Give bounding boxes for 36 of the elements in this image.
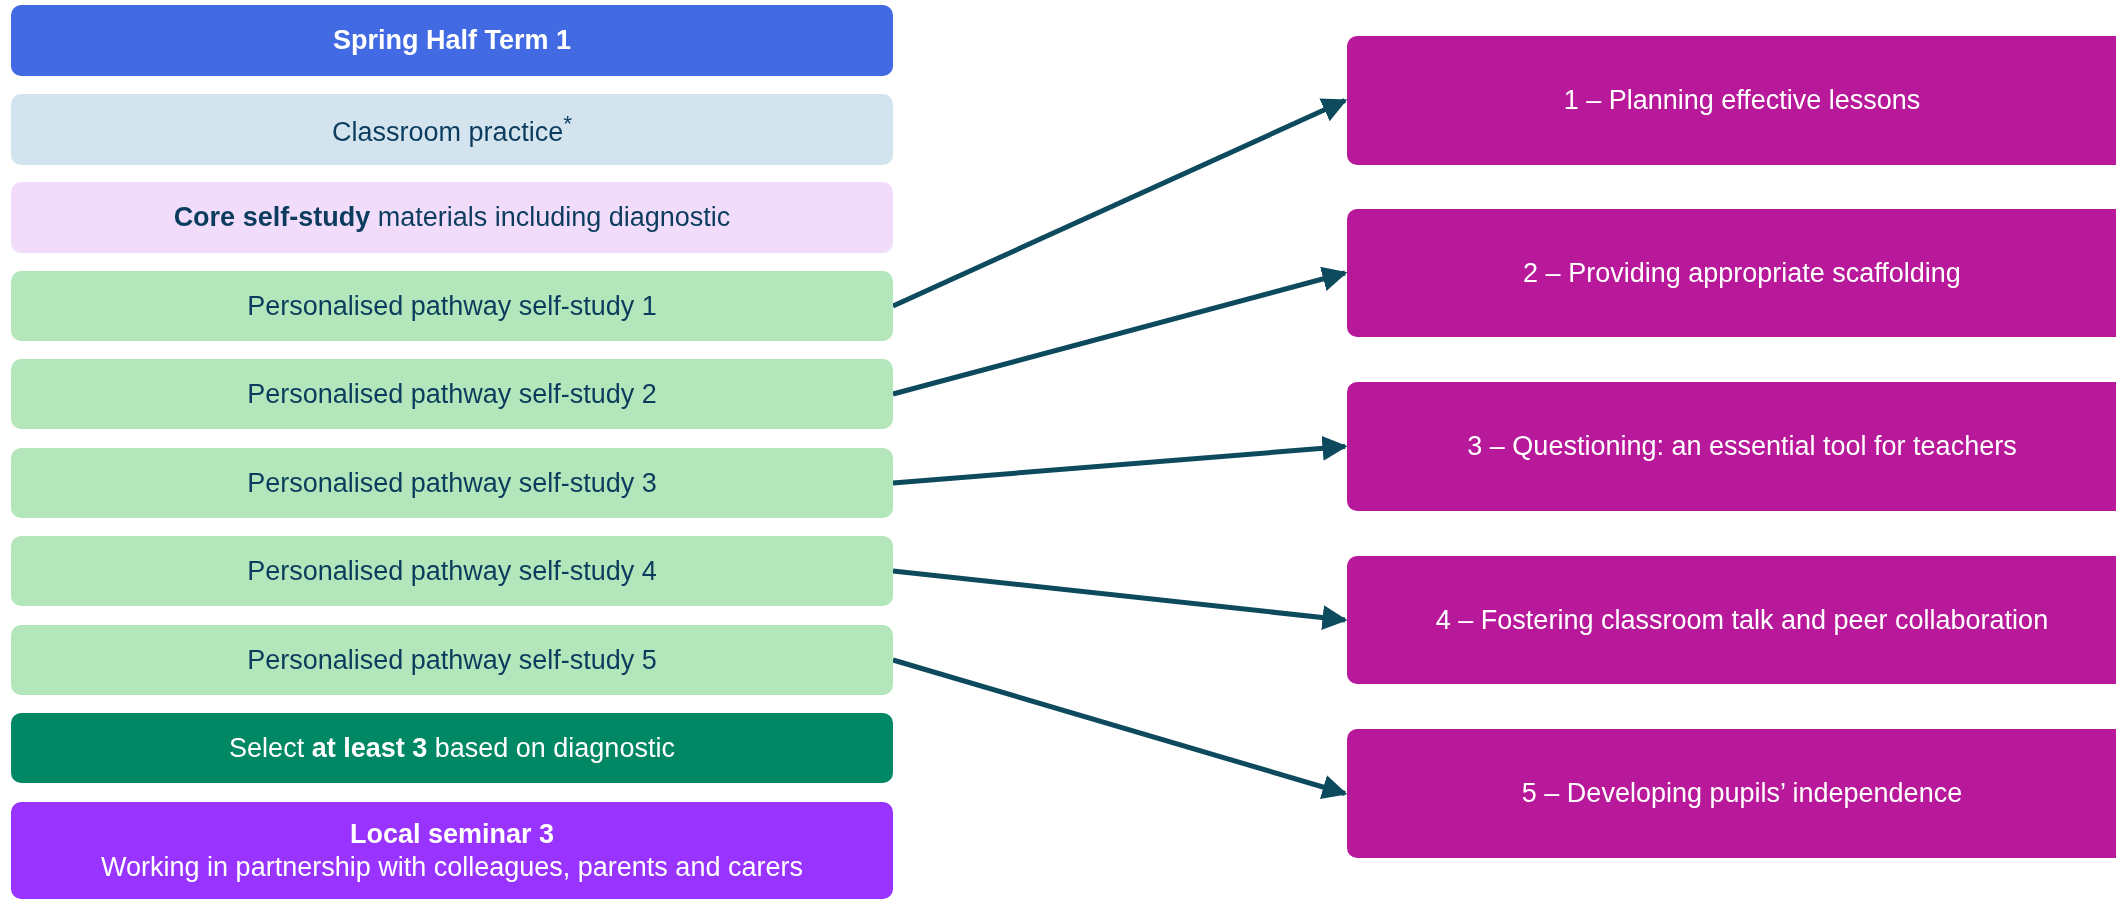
arrow: [892, 568, 1348, 630]
pathway-box: [11, 536, 893, 606]
box-text: Working in partnership with colleagues, parents and carers: [101, 850, 803, 883]
box-text: Personalised pathway self-study 3: [247, 466, 657, 500]
instruction-bar: [11, 713, 893, 783]
pathway-box: [11, 625, 893, 695]
pathway-box: [11, 448, 893, 518]
box-text: 1 – Planning effective lessons: [1563, 84, 1921, 117]
box-text: 5 – Developing pupils’ independence: [1521, 777, 1963, 810]
box-text: 3 – Questioning: an essential tool for teachers: [1467, 430, 2017, 463]
box-text: 4 – Fostering classroom talk and peer collaboration: [1435, 603, 2049, 637]
pathway-box: [11, 271, 893, 341]
topic-box: [1347, 556, 2116, 684]
arrow: [891, 98, 1348, 309]
box-text: Personalised pathway self-study 1: [247, 289, 657, 323]
box-text: Personalised pathway self-study 2: [247, 377, 657, 411]
heading-bar: [11, 5, 893, 76]
box-text: Personalised pathway self-study 4: [247, 554, 657, 588]
topic-box: [1347, 729, 2116, 858]
box-text: Personalised pathway self-study 5: [247, 643, 657, 677]
arrow: [892, 657, 1348, 800]
seminar-box: [11, 802, 893, 899]
pathway-box: [11, 359, 893, 429]
box-text: 2 – Providing appropriate scaffolding: [1523, 256, 1961, 290]
topic-box: [1347, 382, 2116, 511]
topic-box: [1347, 209, 2116, 337]
practice-box: [11, 94, 893, 165]
box-text: Select at least 3 based on diagnostic: [229, 731, 675, 765]
box-heading: Local seminar 3: [349, 818, 555, 851]
box-text: Spring Half Term 1: [332, 24, 571, 57]
topic-box: [1347, 36, 2116, 165]
arrow: [892, 266, 1348, 397]
arrow: [892, 435, 1348, 486]
box-text: Core self-study materials including diagnostic: [173, 201, 731, 234]
box-text: Classroom practice$^{*}$: [332, 110, 572, 149]
core-study-box: [11, 182, 893, 253]
